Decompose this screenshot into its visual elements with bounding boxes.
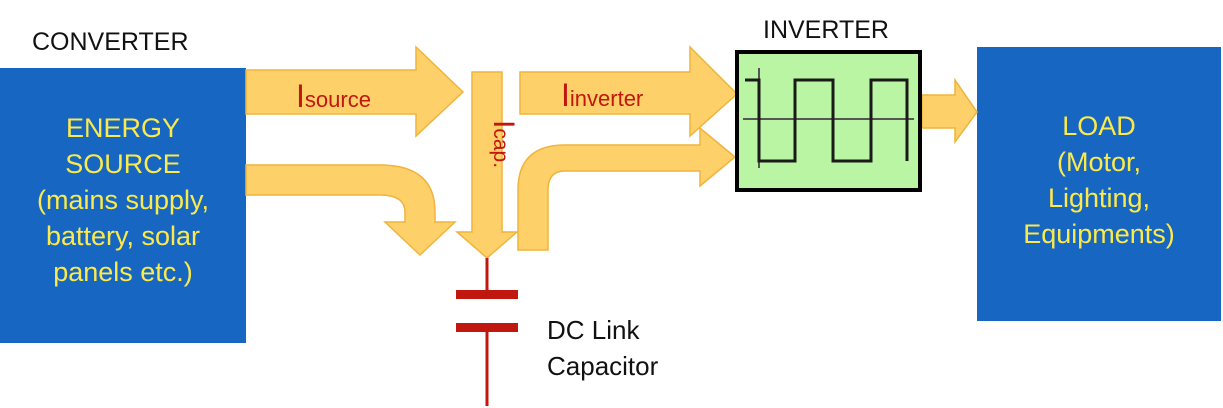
- energy-source-box: [0, 68, 246, 343]
- inverter-current-label: Iinverter: [561, 77, 643, 113]
- source-current-label: Isource: [296, 78, 371, 114]
- energy-source-line: panels etc.): [53, 257, 193, 287]
- source-to-capacitor-arrow: [245, 164, 457, 257]
- energy-source-line: ENERGY: [65, 113, 181, 143]
- capacitor-current-label: Icap.: [487, 120, 520, 168]
- inverter-to-load-arrow: [921, 77, 978, 145]
- energy-source-line: battery, solar: [45, 221, 201, 251]
- load-line: LOAD: [1062, 111, 1136, 141]
- dc-link-capacitor-label: DC Link Capacitor: [547, 312, 658, 384]
- dc-link-capacitor-symbol: [456, 258, 518, 406]
- load-line: Equipments): [1023, 219, 1175, 249]
- dc-link-label-line1: DC Link: [547, 315, 640, 345]
- square-wave-icon: [743, 68, 914, 168]
- inverter-label: INVERTER: [763, 16, 889, 44]
- load-box: [977, 47, 1221, 321]
- converter-label: CONVERTER: [32, 28, 189, 56]
- load-text: LOAD (Motor, Lighting, Equipments): [977, 108, 1221, 252]
- dc-link-label-line2: Capacitor: [547, 351, 659, 381]
- inverter-box: [735, 50, 922, 192]
- load-line: Lighting,: [1047, 183, 1151, 213]
- inverter-current-arrow: [519, 45, 739, 138]
- capacitor-current-arrow: [454, 71, 520, 259]
- energy-source-text: ENERGY SOURCE (mains supply, battery, so…: [0, 110, 246, 290]
- energy-source-line: (mains supply,: [36, 185, 210, 215]
- capacitor-to-inverter-arrow: [517, 126, 737, 251]
- energy-source-line: SOURCE: [65, 149, 181, 179]
- source-current-arrow: [245, 45, 465, 138]
- load-line: (Motor,: [1056, 147, 1142, 177]
